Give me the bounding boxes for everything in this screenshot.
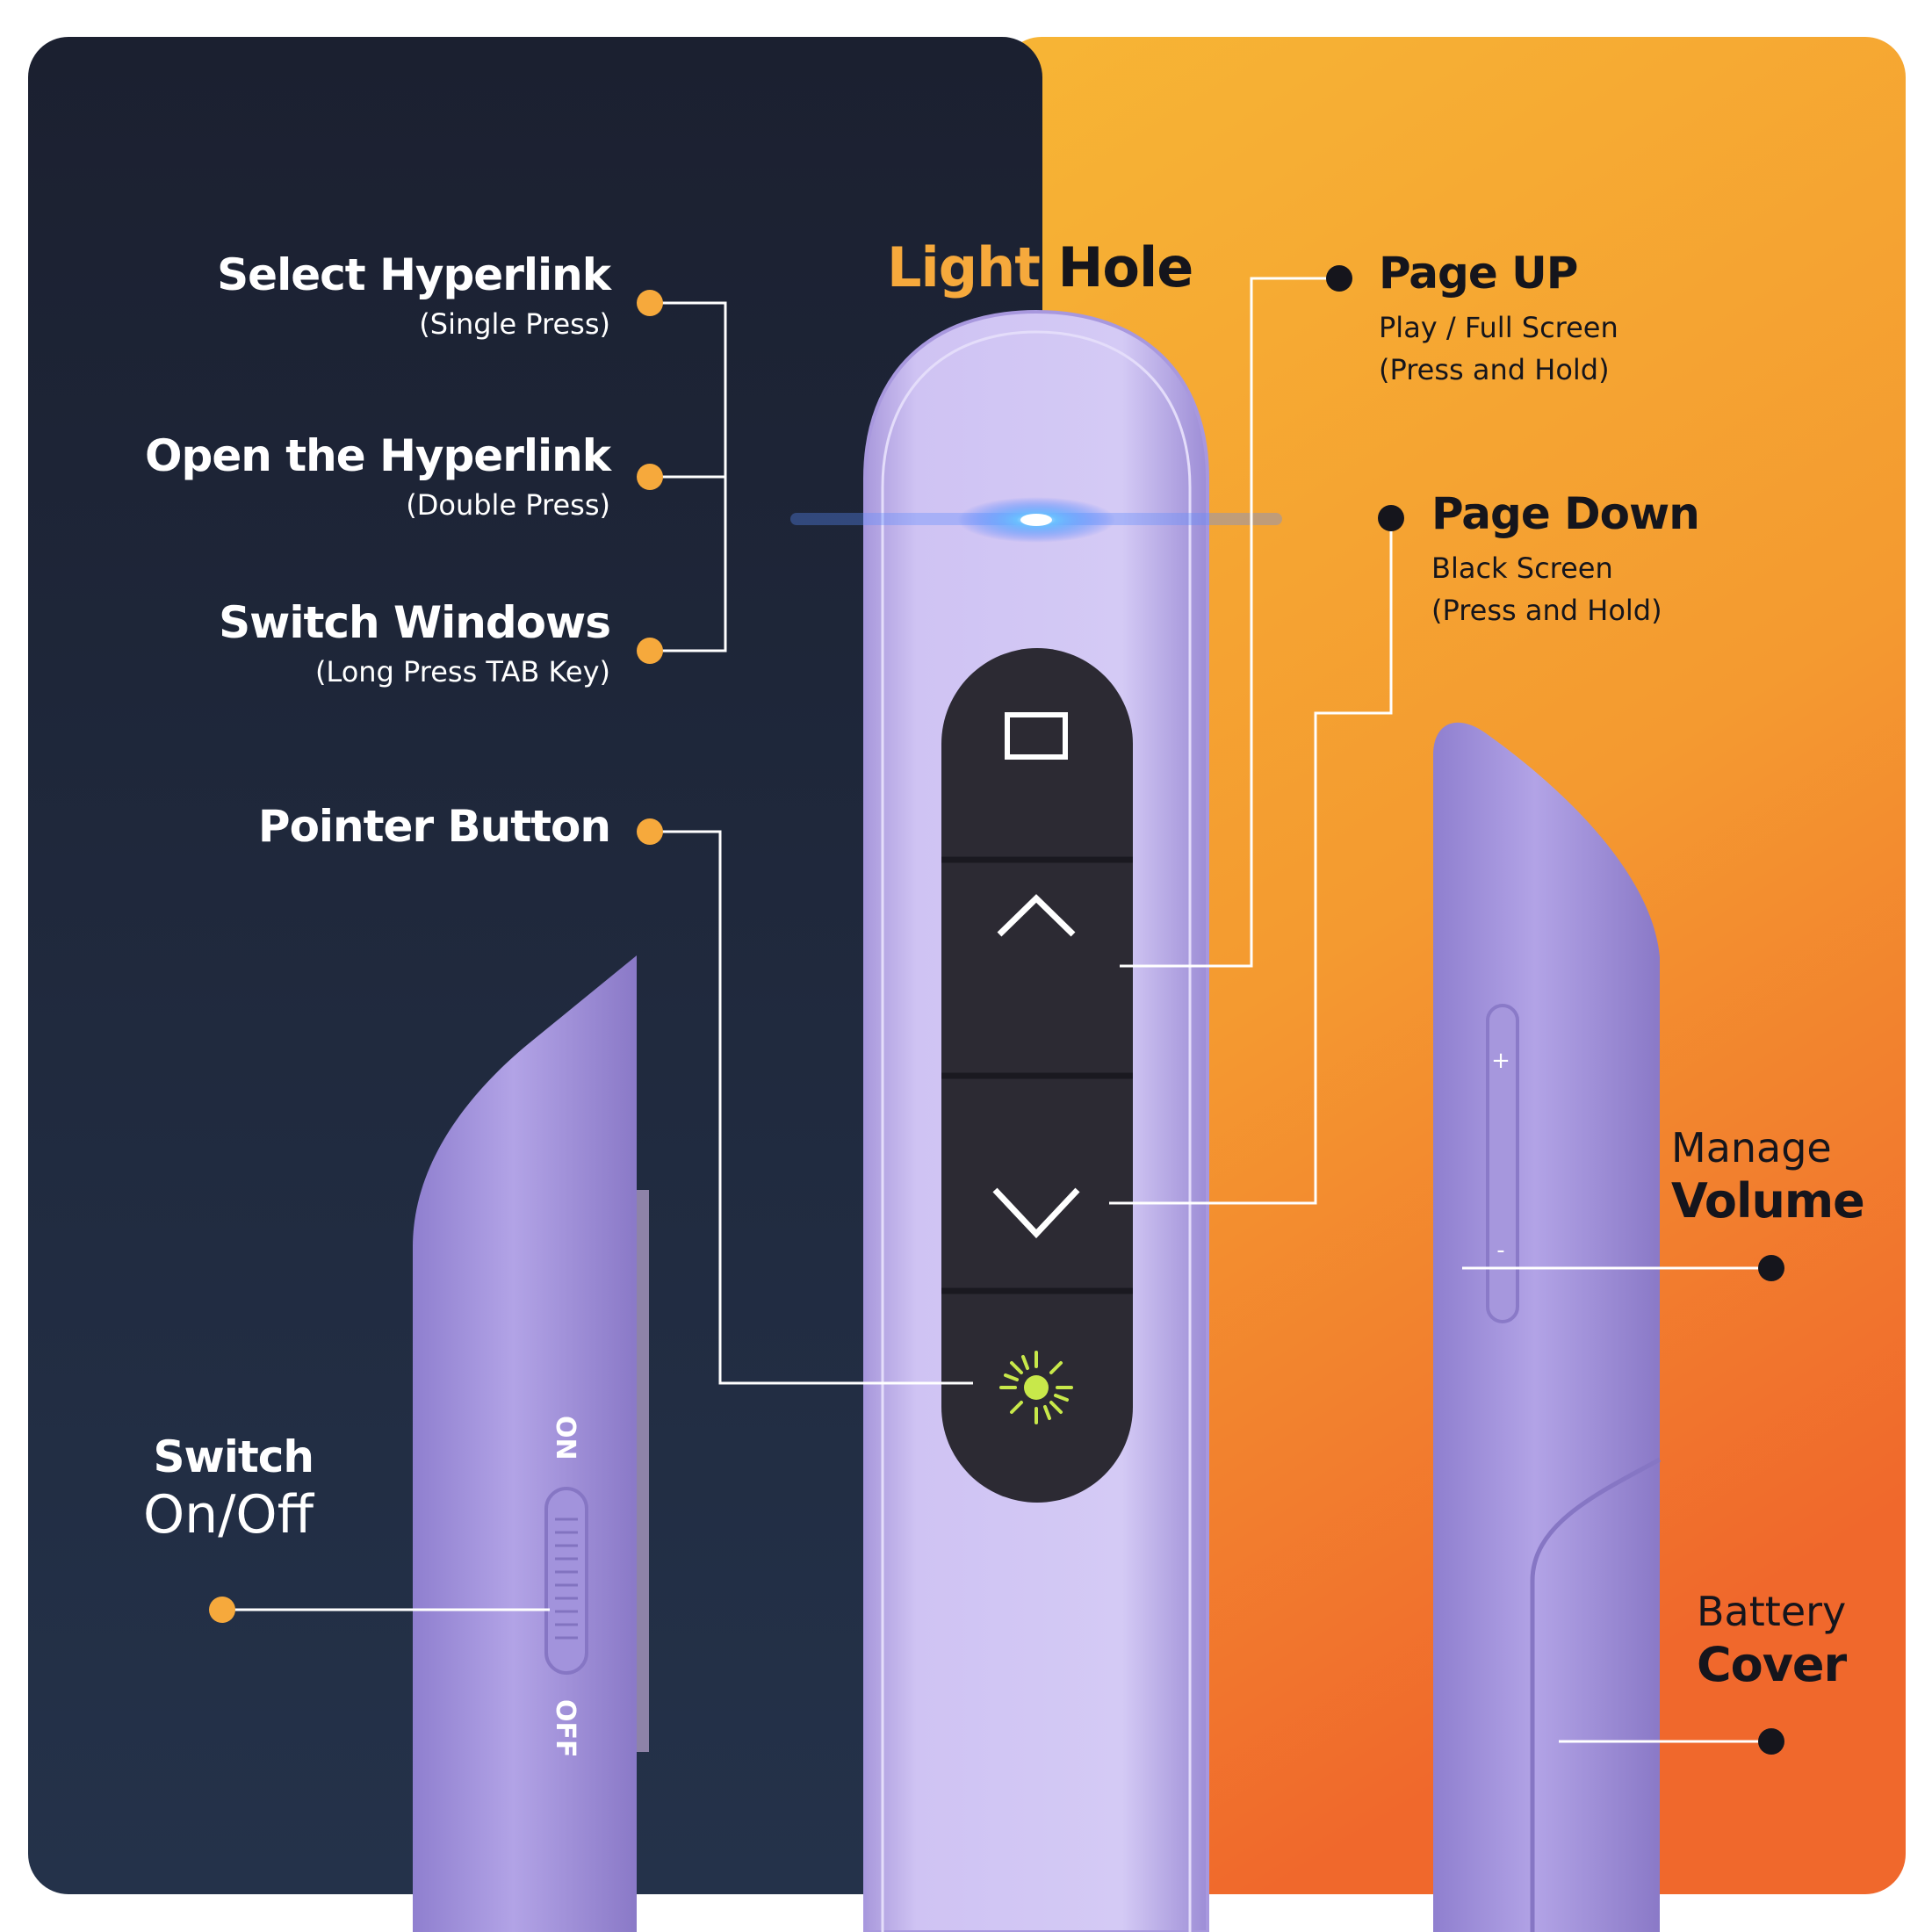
callout-dot-volume [1758, 1255, 1784, 1281]
callout-dot-page-up [1326, 265, 1352, 292]
side-groove [637, 1190, 649, 1752]
manage-volume-callout: Manage Volume [1671, 1124, 1865, 1229]
battery-cover-line1: Battery [1697, 1588, 1847, 1635]
page-up-callout: Page UP Play / Full Screen (Press and Ho… [1379, 248, 1618, 386]
slider-ridges [555, 1517, 578, 1640]
volume-plus-label: + [1491, 1048, 1510, 1074]
callout-dot-battery [1758, 1728, 1784, 1755]
page-down-title: Page Down [1431, 488, 1700, 539]
switch-windows-callout: Switch Windows (Long Press TAB Key) [219, 597, 611, 688]
pointer-button-title: Pointer Button [257, 801, 611, 852]
select-hyperlink-callout: Select Hyperlink (Single Press) [217, 249, 611, 341]
open-hyperlink-callout: Open the Hyperlink (Double Press) [145, 430, 611, 522]
title-hole-word: Hole [1057, 235, 1194, 299]
manage-volume-line2: Volume [1671, 1173, 1865, 1229]
switch-onoff-callout: Switch On/Off [143, 1431, 314, 1546]
light-hole-title: Light Hole [887, 235, 1193, 299]
page-down-note2: (Press and Hold) [1431, 594, 1662, 627]
page-down-callout: Page Down Black Screen (Press and Hold) [1431, 488, 1700, 627]
volume-rocker [1486, 1004, 1519, 1323]
title-light-word: Light [887, 235, 1041, 299]
battery-cover-callout: Battery Cover [1697, 1588, 1847, 1692]
switch-onoff-line2: On/Off [142, 1484, 314, 1546]
callout-dot-switch-onoff [209, 1597, 235, 1623]
page-down-note1: Black Screen [1431, 551, 1613, 585]
led-core [1020, 514, 1052, 526]
laser-sun-icon[interactable] [999, 1351, 1073, 1424]
page-up-title: Page UP [1379, 248, 1578, 299]
callout-dot-pointer-button [637, 818, 663, 845]
stop-square-icon[interactable] [1005, 712, 1068, 760]
select-hyperlink-note: (Single Press) [419, 307, 610, 341]
chevron-down-icon[interactable] [992, 1187, 1080, 1239]
on-off-slider [544, 1487, 588, 1675]
page-up-note1: Play / Full Screen [1379, 311, 1618, 344]
dark-panel [28, 37, 1042, 1894]
manage-volume-line1: Manage [1671, 1124, 1832, 1171]
battery-cover-line2: Cover [1697, 1637, 1847, 1692]
main-device-inner-edge [881, 330, 1192, 1932]
switch-onoff-line1: Switch [153, 1431, 314, 1482]
switch-windows-title: Switch Windows [219, 597, 611, 648]
switch-windows-note: (Long Press TAB Key) [314, 655, 610, 688]
battery-cover-seam [1530, 1457, 1662, 1932]
page-up-note2: (Press and Hold) [1379, 353, 1610, 386]
select-hyperlink-title: Select Hyperlink [217, 249, 611, 300]
open-hyperlink-title: Open the Hyperlink [145, 430, 611, 481]
open-hyperlink-note: (Double Press) [406, 488, 610, 522]
left-leader-lines [224, 301, 973, 1611]
switch-on-label: ON [550, 1416, 580, 1460]
callout-dot-select-hyperlink [637, 290, 663, 316]
callout-dot-open-hyperlink [637, 464, 663, 490]
switch-side-device [413, 955, 637, 1932]
callout-dot-page-down [1378, 505, 1404, 531]
callout-dot-switch-windows [637, 638, 663, 664]
right-leader-lines [1109, 277, 1770, 1743]
volume-minus-label: - [1496, 1237, 1504, 1264]
chevron-up-icon[interactable] [997, 894, 1076, 937]
volume-side-device [1433, 722, 1660, 1932]
switch-off-label: OFF [550, 1699, 580, 1758]
